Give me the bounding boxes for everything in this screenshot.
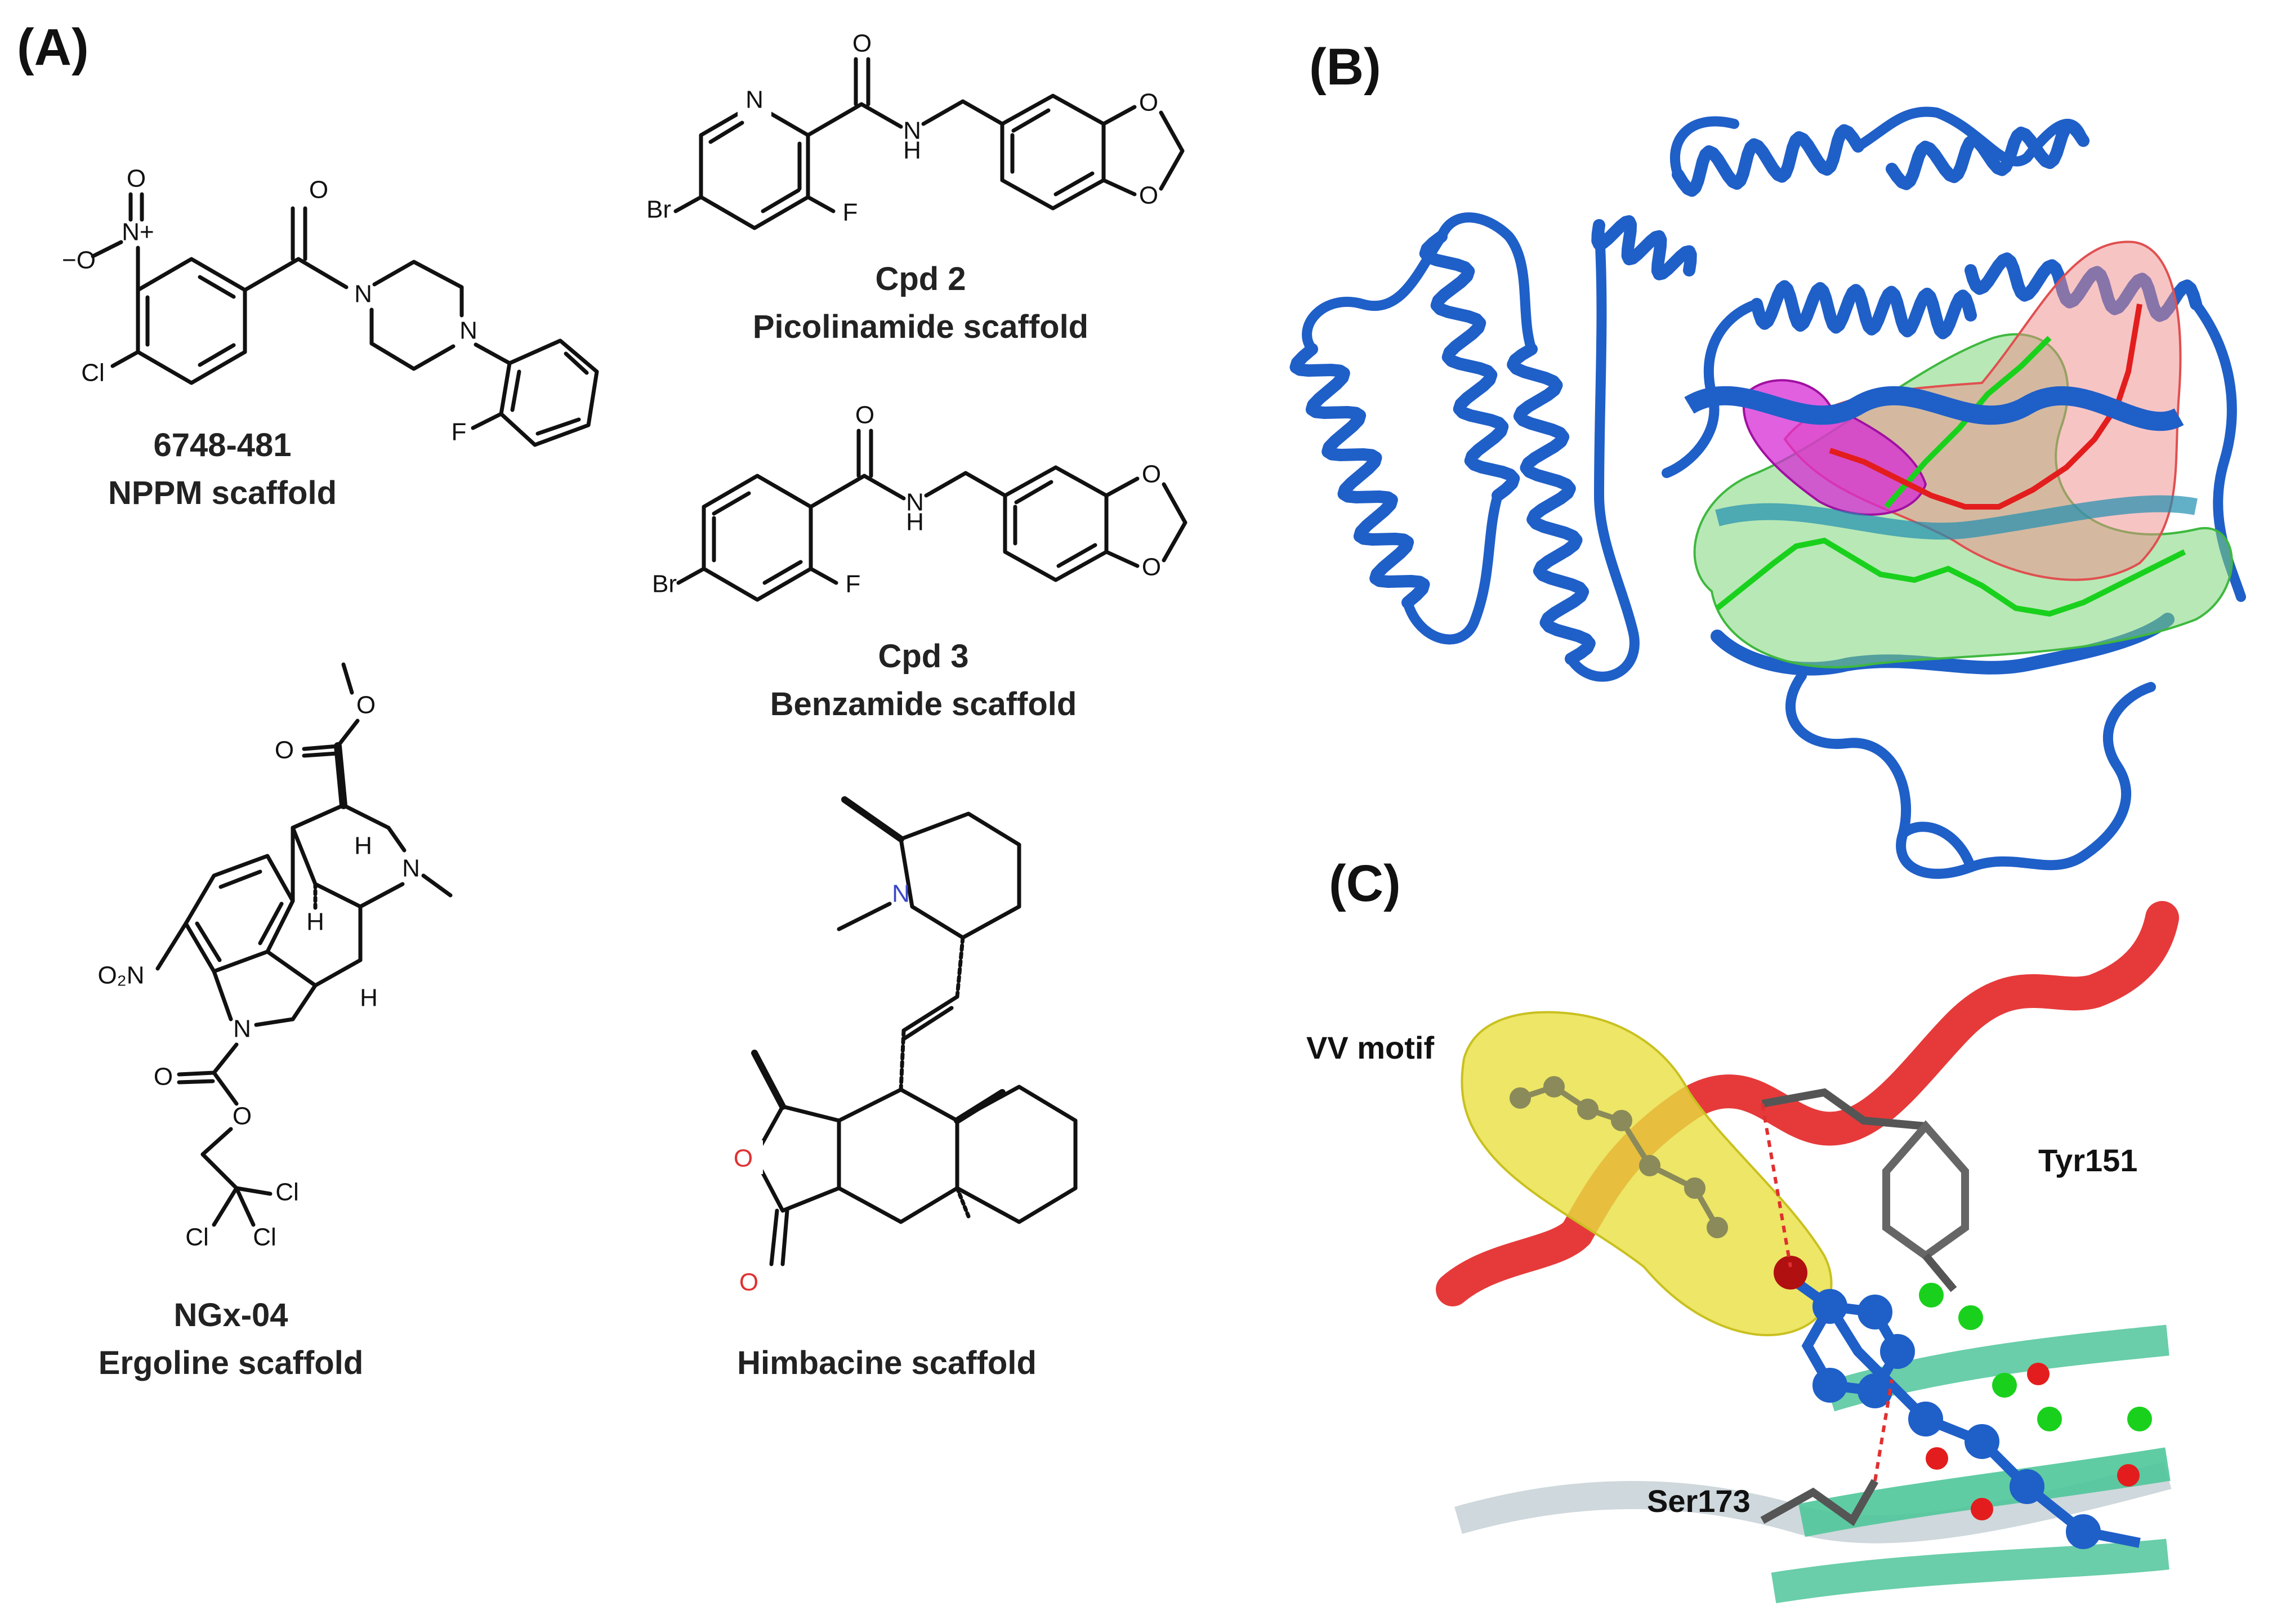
atom-cl2: Cl (185, 1224, 209, 1251)
atom-o-carbamate: O (154, 1063, 173, 1091)
atom-o-nitro: O (127, 165, 146, 193)
atom-o-cpd3: O (855, 401, 874, 429)
atom-n-plus: N+ (122, 218, 154, 246)
atom-f-cpd3: F (846, 570, 861, 598)
panel-label-a: (A) (17, 19, 89, 76)
structure-cpd-3: Br F O N H O O (652, 401, 1187, 602)
atom-cl: Cl (81, 359, 105, 387)
caption-cpd3-id: Cpd 3 (878, 638, 968, 675)
atom-br-cpd2: Br (646, 196, 671, 224)
atom-h-cpd3: H (906, 508, 924, 536)
structure-cpd-2: N Br F O N H O O (646, 30, 1185, 230)
atom-o-minus: −O (62, 247, 96, 274)
caption-himbacine-scaffold: Himbacine scaffold (737, 1345, 1037, 1381)
atom-h-ergoline1: H (354, 832, 372, 860)
green-ligand (1715, 537, 2186, 617)
atom-f-nppm: F (452, 418, 467, 446)
atom-n-indoline: N (233, 1015, 251, 1043)
ribbon-helix (1507, 343, 1596, 665)
structure-himbacine: N O O (732, 796, 1078, 1296)
atom-cl1: Cl (275, 1179, 299, 1206)
atom-n-cpd2: N (903, 117, 921, 145)
atom-o-lactone: O (734, 1145, 753, 1172)
atom-n-pyridine: N (745, 86, 764, 114)
ribbon-helix (1591, 215, 1697, 280)
structure-ngx-04: O O N H H H O₂N N (97, 662, 453, 1251)
caption-cpd3-scaffold: Benzamide scaffold (770, 686, 1077, 722)
atom-o-cpd2: O (852, 30, 872, 57)
caption-ngx04-scaffold: Ergoline scaffold (99, 1345, 364, 1381)
panel-label-b: (B) (1309, 38, 1381, 96)
ribbon-helix (1419, 230, 1520, 502)
panel-label-c: (C) (1329, 855, 1401, 912)
atom-o-dioxole1: O (1139, 89, 1158, 117)
atom-h-ergoline2: H (306, 908, 324, 936)
caption-cpd2-id: Cpd 2 (875, 261, 966, 297)
ribbon-loop (1898, 822, 1976, 872)
ribbon-loop (1436, 212, 1537, 354)
atom-cl3: Cl (253, 1224, 276, 1251)
ribbon-helix (1672, 124, 1864, 197)
caption-6748-481-scaffold: NPPM scaffold (108, 475, 337, 511)
ribbon-loop (1566, 220, 1640, 682)
atom-n-cpd3: N (906, 489, 924, 516)
ribbon-loop (1302, 231, 1446, 354)
atom-n-himbacine: N (892, 880, 910, 908)
atom-o-dioxole2: O (1139, 182, 1158, 209)
ribbon-loop (1403, 490, 1503, 645)
ribbon-helix (1751, 280, 1977, 340)
label-vv-motif: VV motif (1306, 1030, 1434, 1065)
atom-o-ester: O (356, 691, 376, 719)
atom-n-ergoline: N (402, 855, 420, 882)
atom-o-carbonyl: O (309, 176, 328, 204)
caption-cpd2-scaffold: Picolinamide scaffold (753, 309, 1088, 345)
protein-structure-b (1289, 106, 2246, 879)
ribbon-loop (1711, 613, 2175, 676)
atom-o-dioxole3: O (1142, 461, 1161, 488)
atom-h-cpd2: H (903, 137, 921, 164)
structure-6748-481: N+ O −O Cl O N N F (62, 165, 599, 447)
caption-ngx04-id: NGx-04 (173, 1297, 288, 1333)
atom-n-pip2: N (459, 317, 477, 345)
atom-o-carbamate2: O (233, 1103, 252, 1130)
red-ligand (1829, 304, 2142, 510)
binding-site-c (1436, 901, 2179, 1604)
atom-o-lactone-co: O (739, 1269, 758, 1296)
atom-h-ergoline3: H (360, 984, 378, 1012)
label-tyr151: Tyr151 (2038, 1143, 2137, 1178)
ribbon-loop (1670, 116, 1739, 180)
ribbon-helix (1289, 343, 1430, 609)
ribbon-loop (1853, 106, 2088, 167)
ribbon-helix (1886, 119, 2090, 190)
atom-o2n: O₂N (97, 962, 144, 989)
atom-br-cpd3: Br (652, 570, 677, 598)
label-ser173: Ser173 (1647, 1483, 1751, 1519)
ribbon-loop (1785, 671, 2156, 879)
atom-n-pip1: N (354, 280, 372, 308)
atom-f-cpd2: F (843, 199, 858, 226)
caption-6748-481-id: 6748-481 (153, 427, 291, 463)
atom-o-dioxole4: O (1142, 554, 1161, 581)
atom-o-ester-co: O (275, 737, 294, 764)
